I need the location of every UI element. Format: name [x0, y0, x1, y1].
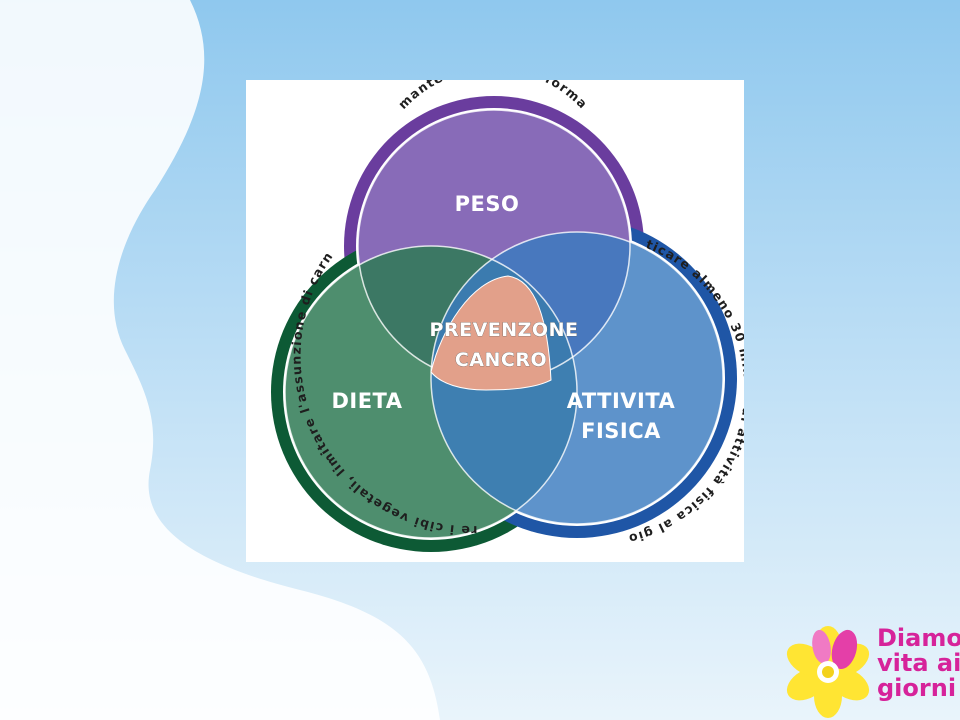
dieta-label: DIETA [331, 389, 402, 413]
peso-label: PESO [455, 192, 520, 216]
attivita-label-line2: FISICA [581, 419, 661, 443]
prevention-center [430, 275, 552, 391]
logo-line-2: vita ai [877, 649, 960, 677]
logo: Diamo vita ai giorni [782, 624, 960, 720]
center-label-line1: PREVENZONE [430, 319, 579, 341]
attivita-label-line1: ATTIVITA [567, 389, 676, 413]
flower-icon [786, 626, 870, 718]
venn-diagram-panel: PESO DIETA ATTIVITA FISICA PREVENZONE CA… [246, 80, 744, 562]
profile-silhouette [0, 0, 440, 720]
venn-diagram: PESO DIETA ATTIVITA FISICA PREVENZONE CA… [246, 80, 744, 552]
center-label-line2: CANCRO [455, 349, 547, 371]
logo-line-3: giorni [877, 674, 957, 702]
logo-text: Diamo vita ai giorni [877, 626, 960, 701]
logo-line-1: Diamo [877, 624, 960, 652]
